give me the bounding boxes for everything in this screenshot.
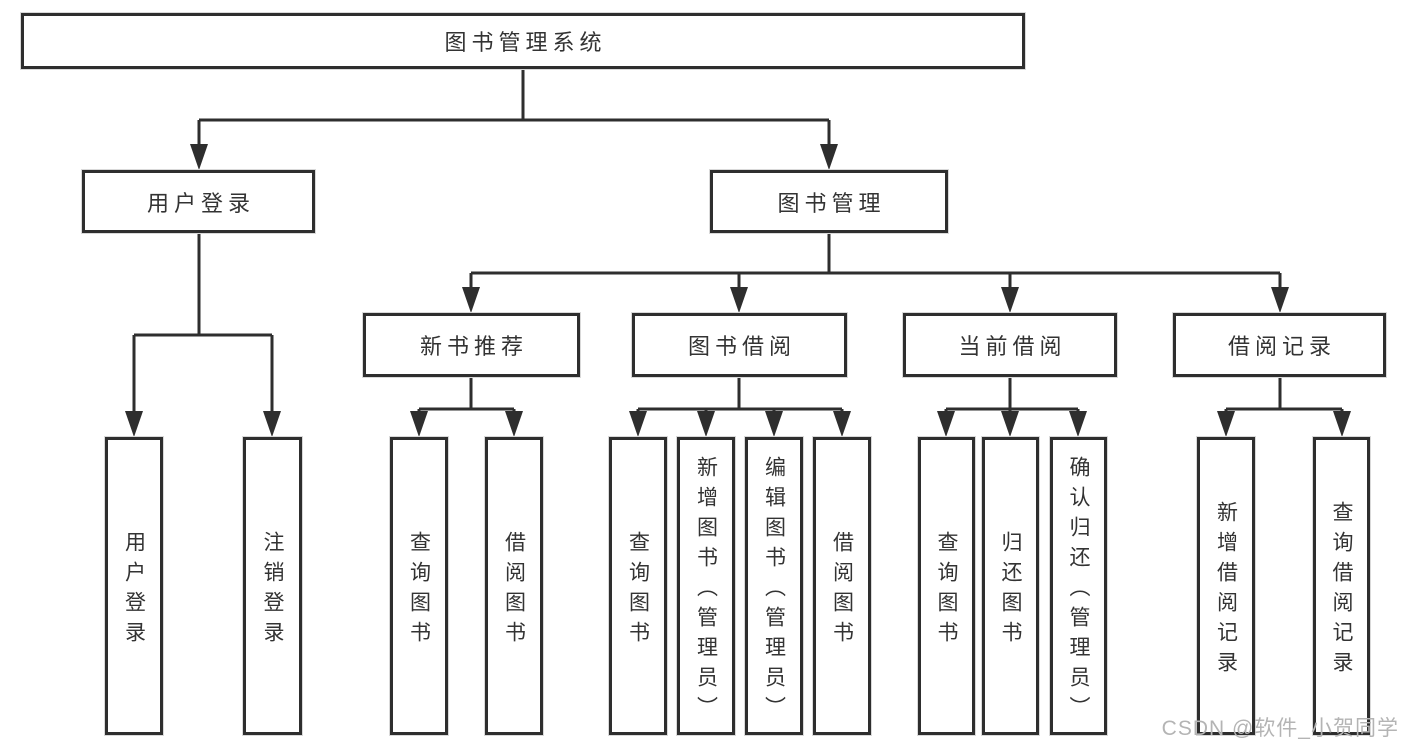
arrowhead-icon bbox=[1001, 411, 1019, 437]
arrowhead-icon bbox=[263, 411, 281, 437]
arrowhead-icon bbox=[820, 144, 838, 170]
node-label: 图书管理 bbox=[777, 190, 886, 216]
arrowhead-icon bbox=[1001, 287, 1019, 313]
node-label: 查询借阅记录 bbox=[1330, 500, 1353, 681]
node-label: 查询图书 bbox=[935, 530, 958, 651]
node-label: 新增图书（管理员） bbox=[694, 455, 718, 726]
node-br-add: 新增借阅记录 bbox=[1197, 437, 1255, 735]
node-book-borrow: 图书借阅 bbox=[632, 313, 847, 377]
node-label: 图书管理系统 bbox=[444, 30, 607, 55]
arrowhead-icon bbox=[833, 411, 851, 437]
node-bb-borrow: 借阅图书 bbox=[813, 437, 871, 735]
node-label: 图书借阅 bbox=[687, 334, 796, 359]
arrowhead-icon bbox=[1069, 411, 1087, 437]
arrowhead-icon bbox=[730, 287, 748, 313]
arrowhead-icon bbox=[937, 411, 955, 437]
arrowhead-icon bbox=[190, 144, 208, 170]
node-label: 借阅图书 bbox=[502, 530, 526, 651]
arrowhead-icon bbox=[410, 411, 428, 437]
node-label: 用户登录 bbox=[122, 530, 146, 651]
node-bb-query: 查询图书 bbox=[609, 437, 667, 735]
node-login-leaf: 用户登录 bbox=[105, 437, 163, 735]
node-bb-add: 新增图书（管理员） bbox=[677, 437, 735, 735]
watermark-text: CSDN @软件_小贺同学 bbox=[1161, 717, 1399, 740]
arrowhead-icon bbox=[505, 411, 523, 437]
node-nb-borrow: 借阅图书 bbox=[485, 437, 543, 735]
node-br-query: 查询借阅记录 bbox=[1313, 437, 1370, 735]
node-label: 注销登录 bbox=[261, 530, 284, 651]
node-label: 借阅图书 bbox=[830, 530, 854, 651]
node-root: 图书管理系统 bbox=[21, 13, 1025, 69]
arrowhead-icon bbox=[765, 411, 783, 437]
node-bb-edit: 编辑图书（管理员） bbox=[745, 437, 803, 735]
node-label: 确认归还（管理员） bbox=[1067, 455, 1090, 726]
arrowhead-icon bbox=[1217, 411, 1235, 437]
node-book-mgmt: 图书管理 bbox=[710, 170, 948, 233]
node-label: 借阅记录 bbox=[1227, 334, 1336, 359]
node-label: 新书推荐 bbox=[419, 334, 528, 359]
node-label: 用户登录 bbox=[146, 190, 255, 216]
node-cb-return: 归还图书 bbox=[982, 437, 1039, 735]
node-cb-query: 查询图书 bbox=[918, 437, 975, 735]
node-label: 新增借阅记录 bbox=[1214, 500, 1238, 681]
node-label: 查询图书 bbox=[626, 530, 650, 651]
arrowhead-icon bbox=[125, 411, 143, 437]
arrowhead-icon bbox=[1271, 287, 1289, 313]
node-nb-query: 查询图书 bbox=[390, 437, 448, 735]
node-user-login: 用户登录 bbox=[82, 170, 315, 233]
arrowhead-icon bbox=[697, 411, 715, 437]
node-label: 归还图书 bbox=[999, 530, 1022, 651]
node-label: 编辑图书（管理员） bbox=[762, 455, 786, 726]
node-new-book-rec: 新书推荐 bbox=[363, 313, 580, 377]
node-cb-confirm: 确认归还（管理员） bbox=[1050, 437, 1107, 735]
node-logout-leaf: 注销登录 bbox=[243, 437, 302, 735]
node-current-borrow: 当前借阅 bbox=[903, 313, 1117, 377]
arrowhead-icon bbox=[462, 287, 480, 313]
node-borrow-records: 借阅记录 bbox=[1173, 313, 1386, 377]
arrowhead-icon bbox=[629, 411, 647, 437]
node-label: 当前借阅 bbox=[958, 334, 1067, 359]
arrowhead-icon bbox=[1333, 411, 1351, 437]
node-label: 查询图书 bbox=[407, 530, 431, 651]
